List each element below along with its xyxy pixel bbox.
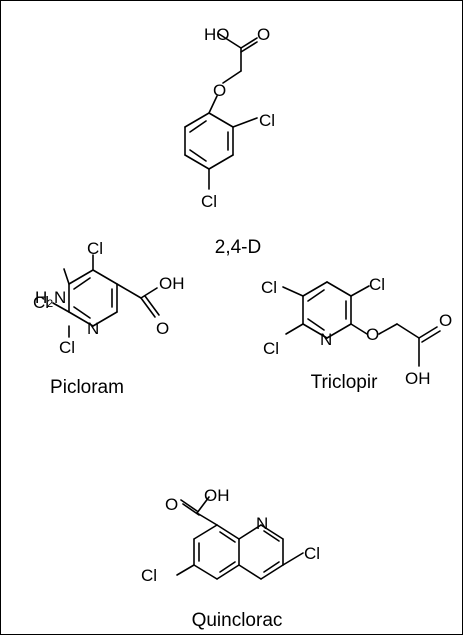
compound-name-picloram: Picloram — [50, 377, 124, 398]
quinclorac-hydroxyl-label: OH — [204, 486, 230, 505]
2-4-d-ether-oxygen-label: O — [213, 81, 226, 100]
compound-name-quinclorac: Quinclorac — [192, 610, 283, 631]
compound-picloram: H 2 N Cl Cl Cl N OH O Picloram — [33, 239, 185, 398]
triclopir-bonds — [282, 281, 441, 367]
picloram-chlorine-6-label: Cl — [59, 338, 75, 357]
compound-name-2-4-d: 2,4-D — [215, 237, 261, 258]
picloram-hydroxyl-label: OH — [159, 274, 185, 293]
compound-name-triclopir: Triclopir — [311, 372, 379, 393]
triclopir-chlorine-5-label: Cl — [261, 278, 277, 297]
picloram-bonds — [52, 254, 160, 338]
triclopir-chlorine-3-label: Cl — [369, 275, 385, 294]
2-4-d-carbonyl-oxygen-label: O — [257, 25, 270, 44]
2-4-d-chlorine-2-label: Cl — [259, 111, 275, 130]
picloram-ring-nitrogen-label: N — [87, 319, 99, 338]
quinclorac-bonds — [176, 496, 304, 580]
triclopir-hydroxyl-label: OH — [405, 369, 431, 388]
compound-triclopir: Cl Cl Cl N O O OH Triclopir — [261, 275, 452, 393]
2-4-d-hydroxyl-label: HO — [204, 25, 230, 44]
quinclorac-chlorine-7-label: Cl — [141, 566, 157, 585]
compound-2-4-d: HO O O Cl Cl 2,4-D — [184, 25, 275, 258]
picloram-amine-hydrogen-label: H — [35, 288, 47, 307]
2-4-d-bonds — [184, 33, 258, 190]
2-4-d-chlorine-4-label: Cl — [201, 192, 217, 211]
picloram-carbonyl-oxygen-label: O — [156, 319, 169, 338]
triclopir-carbonyl-oxygen-label: O — [439, 311, 452, 330]
picloram-amine-subscript-label: 2 — [47, 298, 53, 310]
quinclorac-carbonyl-oxygen-label: O — [165, 495, 178, 514]
triclopir-ring-nitrogen-label: N — [320, 330, 332, 349]
picloram-chlorine-3-label: Cl — [87, 239, 103, 258]
triclopir-chlorine-6-label: Cl — [263, 339, 279, 358]
compound-quinclorac: OH O N Cl Cl Quinclorac — [141, 486, 320, 631]
picloram-amine-nitrogen-label: N — [54, 288, 66, 307]
triclopir-ether-oxygen-label: O — [366, 325, 379, 344]
quinclorac-chlorine-3-label: Cl — [304, 544, 320, 563]
quinclorac-ring-nitrogen-label: N — [256, 514, 268, 533]
picloram-chlorine-5-label: Cl — [33, 293, 49, 312]
